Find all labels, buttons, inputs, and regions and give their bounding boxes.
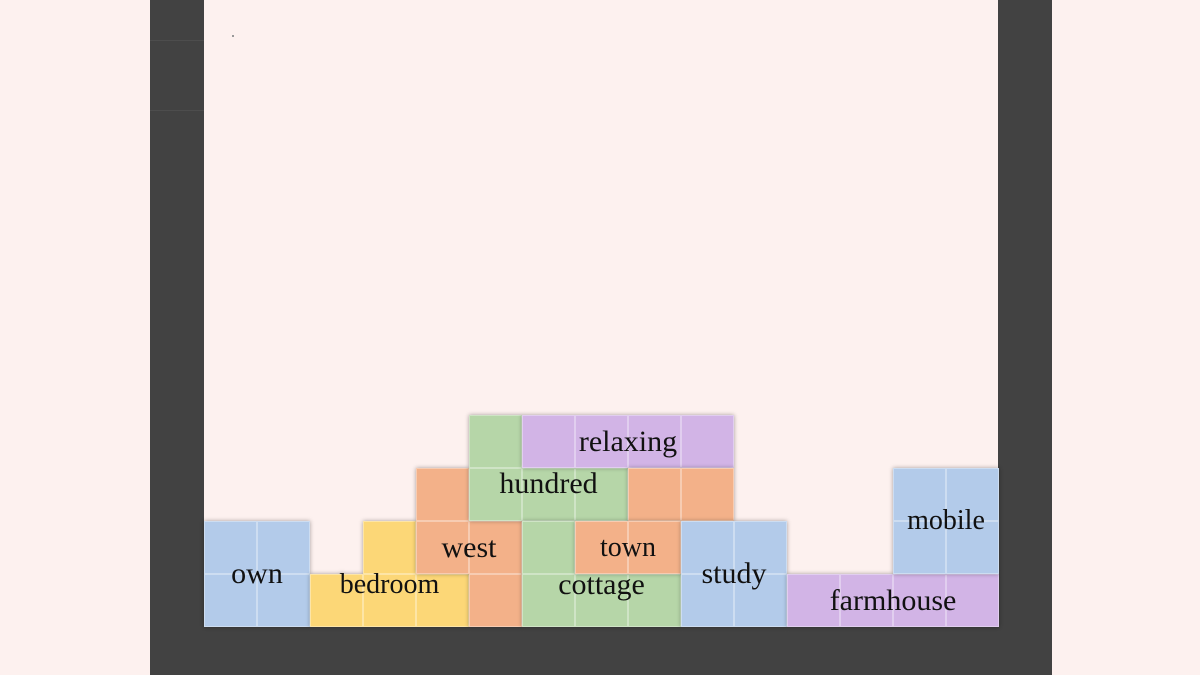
piece-relaxing-cell — [681, 415, 734, 468]
piece-study-cell — [734, 521, 787, 574]
piece-mobile-cell — [893, 468, 946, 521]
piece-study-cell — [681, 574, 734, 627]
piece-town-cell — [628, 521, 681, 574]
piece-hundred-cell — [522, 468, 575, 521]
piece-relaxing-cell — [575, 415, 628, 468]
piece-own-cell — [257, 521, 310, 574]
piece-study-cell — [681, 521, 734, 574]
piece-farmhouse-cell — [946, 574, 999, 627]
piece-town: town — [204, 0, 998, 627]
piece-town-cell — [575, 521, 628, 574]
floor — [204, 627, 998, 675]
piece-west-cell — [416, 521, 469, 574]
piece-own-cell — [257, 574, 310, 627]
piece-hundred-cell — [469, 468, 522, 521]
piece-mobile-cell — [946, 468, 999, 521]
stray-dot — [232, 35, 234, 37]
piece-hundred-cell — [575, 468, 628, 521]
piece-own: own — [204, 0, 998, 627]
piece-farmhouse-cell — [787, 574, 840, 627]
piece-bedroom-cell — [363, 574, 416, 627]
piece-cottage-cell — [628, 574, 681, 627]
piece-cottage-cell — [522, 574, 575, 627]
left-wall — [150, 0, 204, 675]
piece-cottage-cell — [575, 574, 628, 627]
piece-orange-block — [204, 0, 998, 627]
piece-own-cell — [204, 574, 257, 627]
piece-west-cell — [469, 521, 522, 574]
piece-west-cell — [469, 574, 522, 627]
piece-relaxing-cell — [628, 415, 681, 468]
piece-mobile-cell — [893, 521, 946, 574]
piece-relaxing-cell — [522, 415, 575, 468]
piece-cottage-cell — [522, 521, 575, 574]
piece-bedroom-cell — [416, 574, 469, 627]
piece-mobile-cell — [946, 521, 999, 574]
piece-farmhouse-cell — [893, 574, 946, 627]
piece-orange-block-cell — [628, 468, 681, 521]
piece-bedroom-cell — [363, 521, 416, 574]
piece-west-cell — [416, 468, 469, 521]
piece-orange-block-cell — [681, 468, 734, 521]
right-wall — [998, 0, 1052, 675]
piece-study-cell — [734, 574, 787, 627]
piece-bedroom-cell — [310, 574, 363, 627]
piece-farmhouse-cell — [840, 574, 893, 627]
piece-hundred-cell — [469, 415, 522, 468]
piece-own-cell — [204, 521, 257, 574]
piece-mobile: mobile — [204, 0, 999, 627]
